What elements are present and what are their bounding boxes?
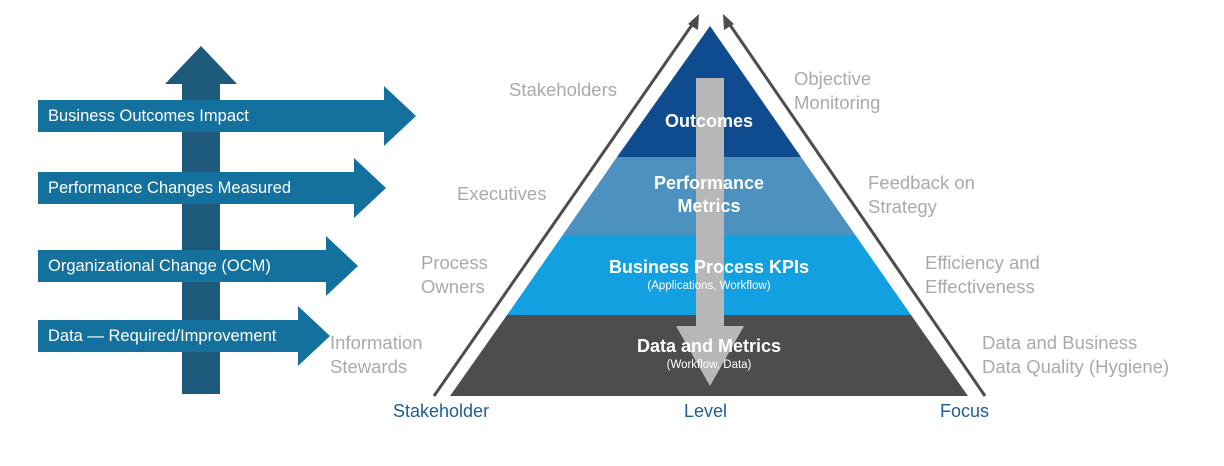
stakeholder-label-stakeholders: Stakeholders — [509, 79, 617, 100]
performance-title-line1: Performance — [653, 173, 765, 193]
left-side-arrow-line — [432, 21, 696, 397]
kpis-subtitle: (Applications, Workflow) — [647, 280, 771, 292]
layer-outcomes-label: Outcomes — [539, 110, 879, 133]
layer-performance-label: Performance Metrics — [539, 172, 879, 218]
center-arrow-head — [676, 326, 744, 386]
arrow-organizational-change: Organizational Change (OCM) — [38, 236, 358, 296]
arrow-label: Performance Changes Measured — [48, 179, 292, 197]
vertical-arrow-head — [165, 46, 237, 84]
center-arrow-shaft — [696, 78, 724, 326]
kpis-title: Business Process KPIs — [608, 257, 810, 277]
footer-level: Level — [684, 401, 728, 421]
arrow-business-outcomes-impact: Business Outcomes Impact — [38, 86, 416, 146]
left-side-arrow-head — [688, 14, 699, 30]
performance-title-line2: Metrics — [677, 196, 741, 216]
arrow-label: Organizational Change (OCM) — [48, 257, 271, 275]
footer-focus: Focus — [940, 401, 990, 421]
data-subtitle: (Workflow, Data) — [666, 359, 752, 371]
arrow-performance-changes-measured: Performance Changes Measured — [38, 158, 386, 218]
footer-stakeholder: Stakeholder — [393, 401, 490, 421]
arrow-label: Business Outcomes Impact — [48, 107, 249, 125]
outcomes-title: Outcomes — [664, 111, 754, 131]
right-side-arrow-line — [726, 21, 987, 397]
layer-data-label: Data and Metrics (Workflow, Data) — [539, 335, 879, 372]
stakeholder-label-executives: Executives — [457, 183, 547, 204]
arrow-data-required-improvement: Data — Required/Improvement — [38, 306, 330, 366]
arrow-label: Data — Required/Improvement — [48, 327, 277, 345]
right-side-arrow-head — [723, 14, 734, 30]
layer-kpis-label: Business Process KPIs (Applications, Wor… — [539, 256, 879, 293]
data-title: Data and Metrics — [636, 336, 782, 356]
